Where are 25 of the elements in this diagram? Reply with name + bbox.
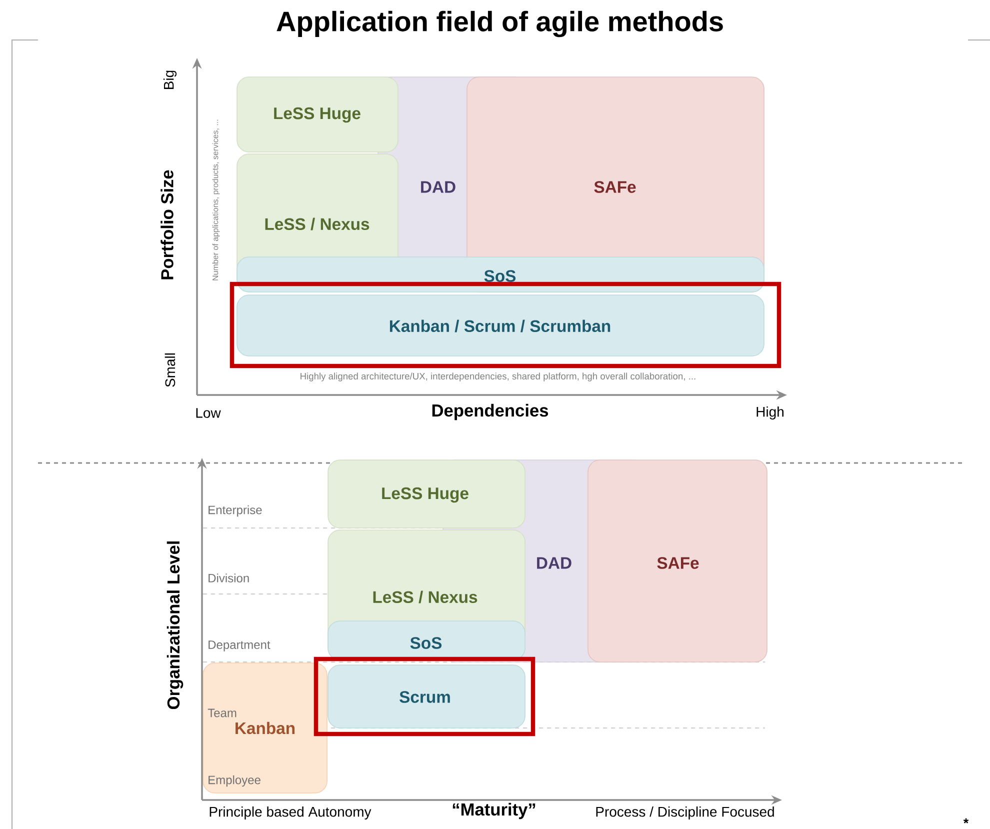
axis-end-label: Process / Discipline Focused bbox=[596, 806, 774, 820]
axis-end-label: Low bbox=[196, 408, 221, 418]
level-label: Enterprise bbox=[208, 505, 262, 517]
method-box: Scrum bbox=[328, 664, 526, 728]
axis-end-label: Big bbox=[163, 70, 177, 89]
axis-note: Number of applications, products, services, ... bbox=[212, 120, 220, 280]
method-box: SoS bbox=[328, 620, 526, 660]
axis-end-label: Small bbox=[164, 353, 176, 387]
axis-end-label: Principle based Autonomy bbox=[210, 806, 372, 820]
axis-note: Highly aligned architecture/UX, interdependencies, shared platform, hgh overall collaboration, ... bbox=[300, 372, 696, 382]
axis-title: Organizational Level bbox=[166, 541, 184, 710]
title: Application field of agile methods bbox=[276, 10, 723, 38]
method-box: SAFe bbox=[588, 460, 768, 662]
method-box: Kanban / Scrum / Scrumban bbox=[236, 294, 764, 356]
axis-title: “Maturity” bbox=[452, 802, 536, 820]
level-label: Division bbox=[208, 574, 249, 582]
level-label: Department bbox=[208, 640, 270, 652]
footnote-mark: * bbox=[963, 818, 969, 824]
level-label: Team bbox=[208, 708, 236, 718]
method-box: LeSS Huge bbox=[328, 460, 526, 528]
method-box: LeSS Huge bbox=[236, 76, 398, 152]
axis-title: Portfolio Size bbox=[160, 170, 174, 280]
axis-end-label: High bbox=[756, 406, 784, 420]
axis-title: Dependencies bbox=[432, 404, 548, 420]
level-label: Employee bbox=[208, 775, 260, 787]
